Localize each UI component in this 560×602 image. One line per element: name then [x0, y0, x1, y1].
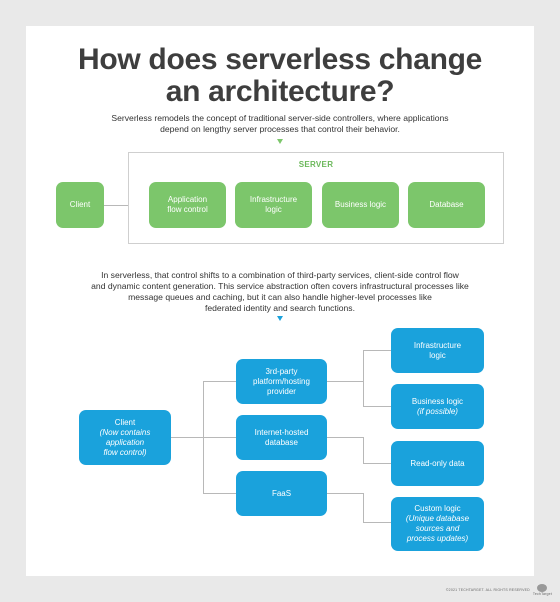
logo-icon — [537, 584, 548, 592]
output-label: Custom logic — [414, 504, 461, 513]
page-title: How does serverless change an architectu… — [0, 44, 560, 108]
intro-line: Serverless remodels the concept of tradi… — [111, 113, 449, 123]
connector-line — [363, 522, 391, 523]
title-line: How does serverless change — [77, 43, 483, 76]
output-label: logic — [429, 350, 446, 360]
component-line: flow control — [167, 205, 208, 214]
faas-box: FaaS — [236, 471, 327, 516]
client-label: Client — [69, 200, 91, 209]
connector-line — [363, 463, 391, 464]
copyright-text: ©2021 TECHTARGET. ALL RIGHTS RESERVED — [445, 588, 530, 592]
service-line: 3rd-party — [265, 366, 298, 376]
component-line: Infrastructure — [249, 195, 298, 204]
down-arrow-icon — [277, 139, 283, 144]
application-flow-control-box: Application flow control — [149, 182, 226, 228]
third-party-provider-box: 3rd-party platform/hosting provider — [236, 359, 327, 404]
output-label: Read-only data — [410, 458, 465, 468]
output-note: sources and — [415, 524, 460, 533]
component-line: Business logic — [334, 200, 387, 209]
database-box: Database — [408, 182, 485, 228]
serverless-client-box: Client (Now contains application flow co… — [79, 410, 171, 465]
middle-line: In serverless, that control shifts to a … — [101, 270, 459, 280]
output-note: process updates) — [406, 534, 469, 543]
connector-line — [327, 381, 363, 382]
service-line: database — [265, 437, 298, 447]
client-note: application — [105, 437, 145, 447]
output-label: Business logic — [411, 396, 464, 406]
connector-line — [363, 350, 364, 406]
internet-hosted-database-box: Internet-hosted database — [236, 415, 327, 460]
output-label: Infrastructure — [413, 340, 462, 350]
connector-line — [327, 437, 363, 438]
client-note: flow control) — [103, 447, 147, 457]
client-label: Client — [114, 417, 136, 427]
connector-line — [363, 406, 391, 407]
middle-line: message queues and caching, but it can a… — [128, 292, 432, 302]
techtarget-logo: TechTarget — [533, 584, 552, 596]
connector-line — [363, 437, 364, 463]
component-line: Application — [167, 195, 208, 204]
connector-line — [363, 350, 391, 351]
infrastructure-logic-output-box: Infrastructure logic — [391, 328, 484, 373]
component-line: Database — [429, 200, 464, 209]
connector-line — [203, 381, 204, 493]
connector-line — [203, 381, 236, 382]
down-arrow-icon — [277, 316, 283, 321]
connector-line — [203, 493, 236, 494]
output-note: (Unique database — [405, 514, 470, 523]
middle-line: and dynamic content generation. This ser… — [91, 281, 469, 291]
title-line: an architecture? — [165, 75, 395, 108]
read-only-data-output-box: Read-only data — [391, 441, 484, 486]
connector-line — [363, 493, 364, 522]
service-line: platform/hosting — [253, 376, 310, 386]
connector-line — [104, 205, 128, 206]
client-note: (Now contains — [99, 427, 151, 437]
server-label: SERVER — [298, 160, 334, 169]
middle-line: federated identity and search functions. — [204, 303, 355, 313]
service-line: FaaS — [271, 488, 292, 498]
service-line: Internet-hosted — [254, 427, 309, 437]
infrastructure-logic-box: Infrastructure logic — [235, 182, 312, 228]
intro-line: depend on lengthy server processes that … — [160, 124, 400, 134]
middle-text: In serverless, that control shifts to a … — [0, 270, 560, 314]
business-logic-output-box: Business logic (if possible) — [391, 384, 484, 429]
business-logic-box: Business logic — [322, 182, 399, 228]
client-box: Client — [56, 182, 104, 228]
connector-line — [327, 493, 363, 494]
intro-text: Serverless remodels the concept of tradi… — [0, 113, 560, 135]
logo-text: TechTarget — [532, 592, 552, 596]
service-line: provider — [267, 386, 296, 396]
output-note: (if possible) — [417, 406, 458, 416]
footer: ©2021 TECHTARGET. ALL RIGHTS RESERVED Te… — [446, 584, 552, 596]
component-line: logic — [265, 205, 282, 214]
custom-logic-output-box: Custom logic (Unique database sources an… — [391, 497, 484, 551]
